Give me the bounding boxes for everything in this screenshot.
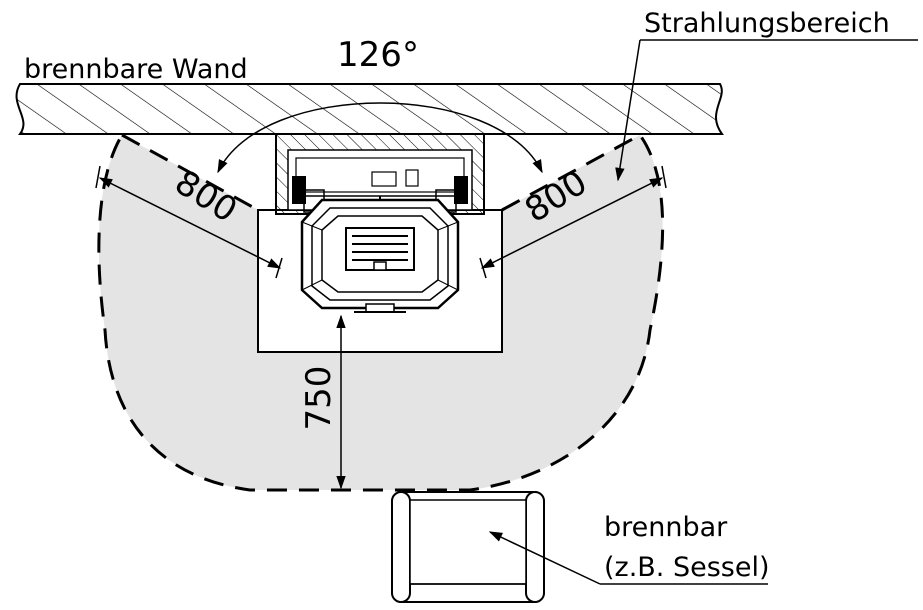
radiation-zone-label: Strahlungsbereich [644,8,890,39]
combustible-label-group: brennbar (z.B. Sessel) [488,512,770,585]
wall-label: brennbare Wand [24,54,248,85]
front-clearance-value: 750 [299,366,339,431]
fire-chamber [300,198,460,313]
combustible-label-line2: (z.B. Sessel) [604,552,770,583]
radiation-zone-label-group: Strahlungsbereich [615,8,918,182]
wall-label-group: brennbare Wand [24,54,248,85]
combustible-label-line1: brennbar [604,512,728,543]
front-clearance-dimension: 750 [299,314,346,490]
combustible-wall [15,83,724,135]
armchair [391,491,545,603]
angle-label: 126° [337,35,419,75]
angle-indicator: 126° [217,35,543,174]
